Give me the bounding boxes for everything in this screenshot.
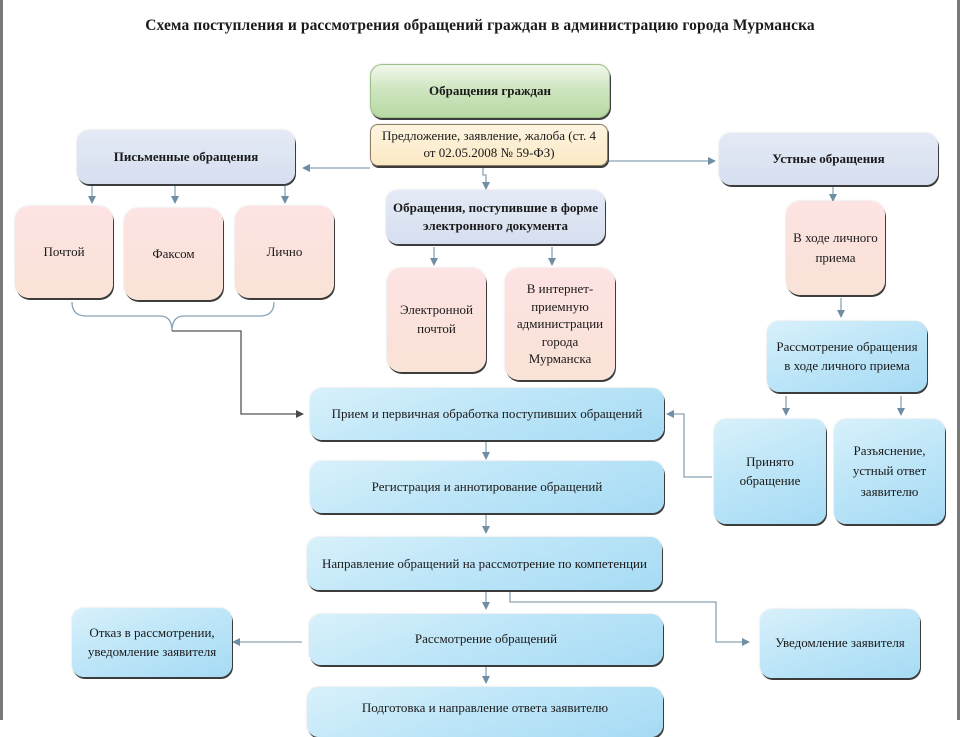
node-oral-answer: Разъяснение, устный ответ заявителю bbox=[834, 419, 945, 524]
node-label: Устные обращения bbox=[772, 150, 885, 166]
node-label: Письменные обращения bbox=[113, 148, 259, 164]
node-label: Обращения граждан bbox=[429, 82, 551, 98]
node-by-mail: Почтой bbox=[15, 206, 113, 298]
node-written-requests: Письменные обращения bbox=[77, 130, 295, 184]
node-refusal: Отказ в рассмотрении, уведомление заявит… bbox=[72, 608, 232, 677]
node-label: Направление обращений на рассмотрение по… bbox=[322, 555, 647, 571]
node-label: Прием и первичная обработка поступивших … bbox=[331, 405, 643, 421]
node-label: Разъяснение, устный ответ заявителю bbox=[852, 443, 927, 499]
node-label: Регистрация и аннотирование обращений bbox=[371, 478, 603, 494]
frame-border-left bbox=[0, 0, 3, 720]
node-intake: Прием и первичная обработка поступивших … bbox=[310, 388, 664, 440]
arrow-to-electronic bbox=[482, 166, 490, 190]
frame-border-right bbox=[957, 0, 960, 720]
node-label: Уведомление заявителя bbox=[775, 635, 905, 651]
node-label: Электронной почтой bbox=[399, 302, 474, 336]
node-label: Обращения, поступившие в форме электронн… bbox=[393, 200, 598, 233]
node-internet-reception: В интернет-приемную администрации города… bbox=[505, 268, 615, 380]
arrow-accepted-to-intake bbox=[666, 410, 712, 478]
node-label: Принято обращение bbox=[739, 453, 801, 488]
node-electronic-requests: Обращения, поступившие в форме электронн… bbox=[386, 190, 605, 244]
node-label: В интернет-приемную администрации города… bbox=[516, 281, 604, 367]
node-personal-reception: В ходе личного приема bbox=[786, 201, 885, 295]
node-label: В ходе личного приема bbox=[793, 229, 878, 265]
node-by-fax: Факсом bbox=[124, 208, 223, 300]
node-by-email: Электронной почтой bbox=[387, 268, 486, 372]
arrow-to-notify bbox=[509, 592, 750, 646]
node-label: Факсом bbox=[152, 245, 195, 261]
node-in-person: Лично bbox=[235, 206, 334, 298]
node-label: Предложение, заявление, жалоба (ст. 4 от… bbox=[381, 128, 597, 160]
arrow-brace-to-intake bbox=[172, 330, 304, 418]
node-response: Подготовка и направление ответа заявител… bbox=[307, 687, 663, 737]
node-review: Рассмотрение обращений bbox=[309, 614, 663, 665]
node-label: Почтой bbox=[43, 243, 85, 259]
brace bbox=[71, 301, 275, 332]
node-label: Лично bbox=[266, 243, 303, 259]
diagram-title: Схема поступления и рассмотрения обращен… bbox=[145, 17, 815, 34]
node-personal-review: Рассмотрение обращения в ходе личного пр… bbox=[767, 321, 927, 392]
node-request-types: Предложение, заявление, жалоба (ст. 4 от… bbox=[370, 124, 608, 166]
connectors bbox=[71, 157, 905, 684]
node-label: Рассмотрение обращений bbox=[414, 631, 558, 647]
node-registration: Регистрация и аннотирование обращений bbox=[310, 461, 664, 513]
node-label: Рассмотрение обращения в ходе личного пр… bbox=[776, 339, 918, 373]
node-label: Подготовка и направление ответа заявител… bbox=[361, 700, 609, 715]
node-notify-applicant: Уведомление заявителя bbox=[760, 609, 920, 678]
node-citizens-requests: Обращения граждан bbox=[370, 64, 610, 118]
node-label: Отказ в рассмотрении, уведомление заявит… bbox=[87, 624, 217, 659]
node-accepted: Принято обращение bbox=[714, 419, 826, 524]
node-routing: Направление обращений на рассмотрение по… bbox=[307, 537, 662, 590]
node-oral-requests: Устные обращения bbox=[719, 133, 938, 185]
